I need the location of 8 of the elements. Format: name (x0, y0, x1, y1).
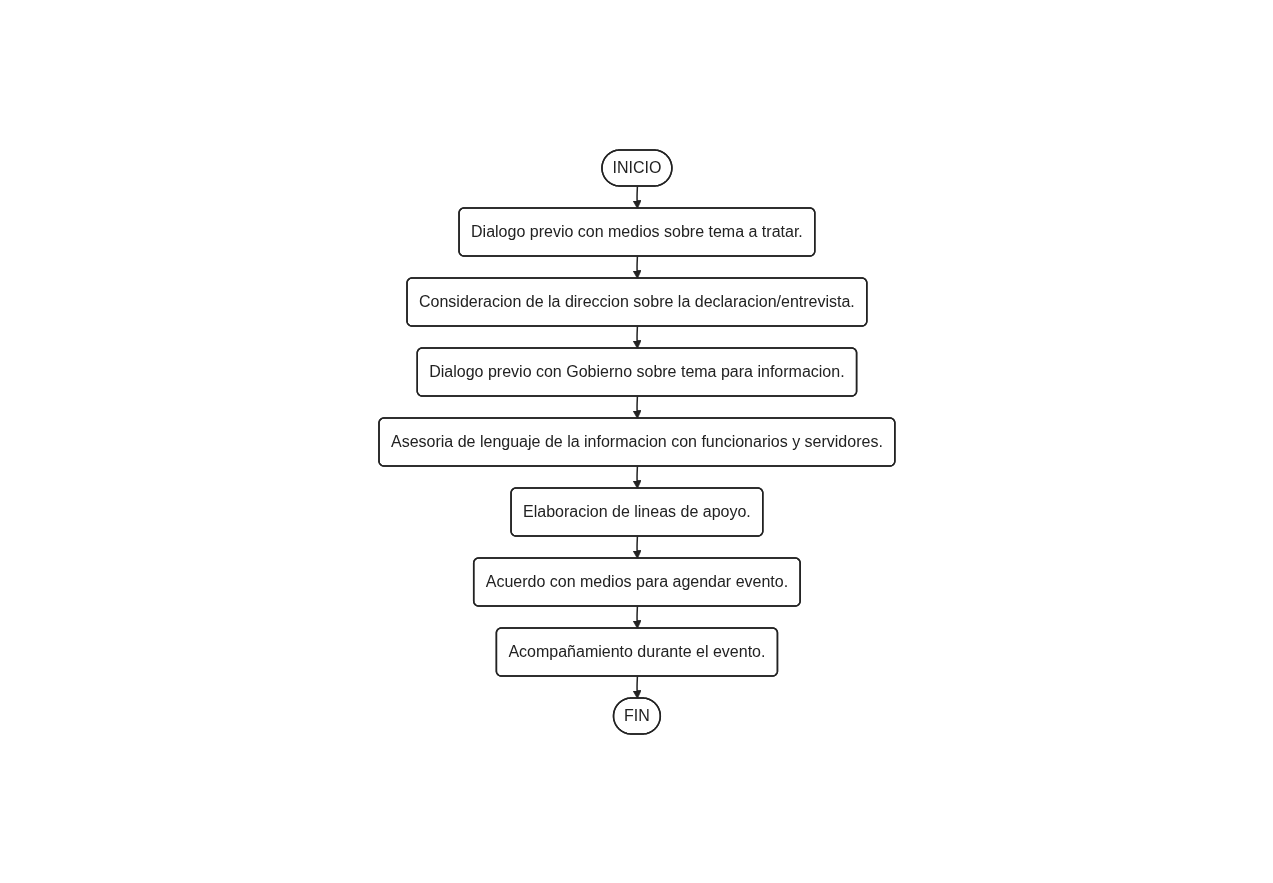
arrow (632, 395, 642, 419)
arrow (632, 185, 642, 209)
arrow (632, 325, 642, 349)
arrow (632, 605, 642, 629)
arrow (632, 255, 642, 279)
arrow (632, 535, 642, 559)
arrow (632, 465, 642, 489)
arrow (632, 675, 642, 699)
